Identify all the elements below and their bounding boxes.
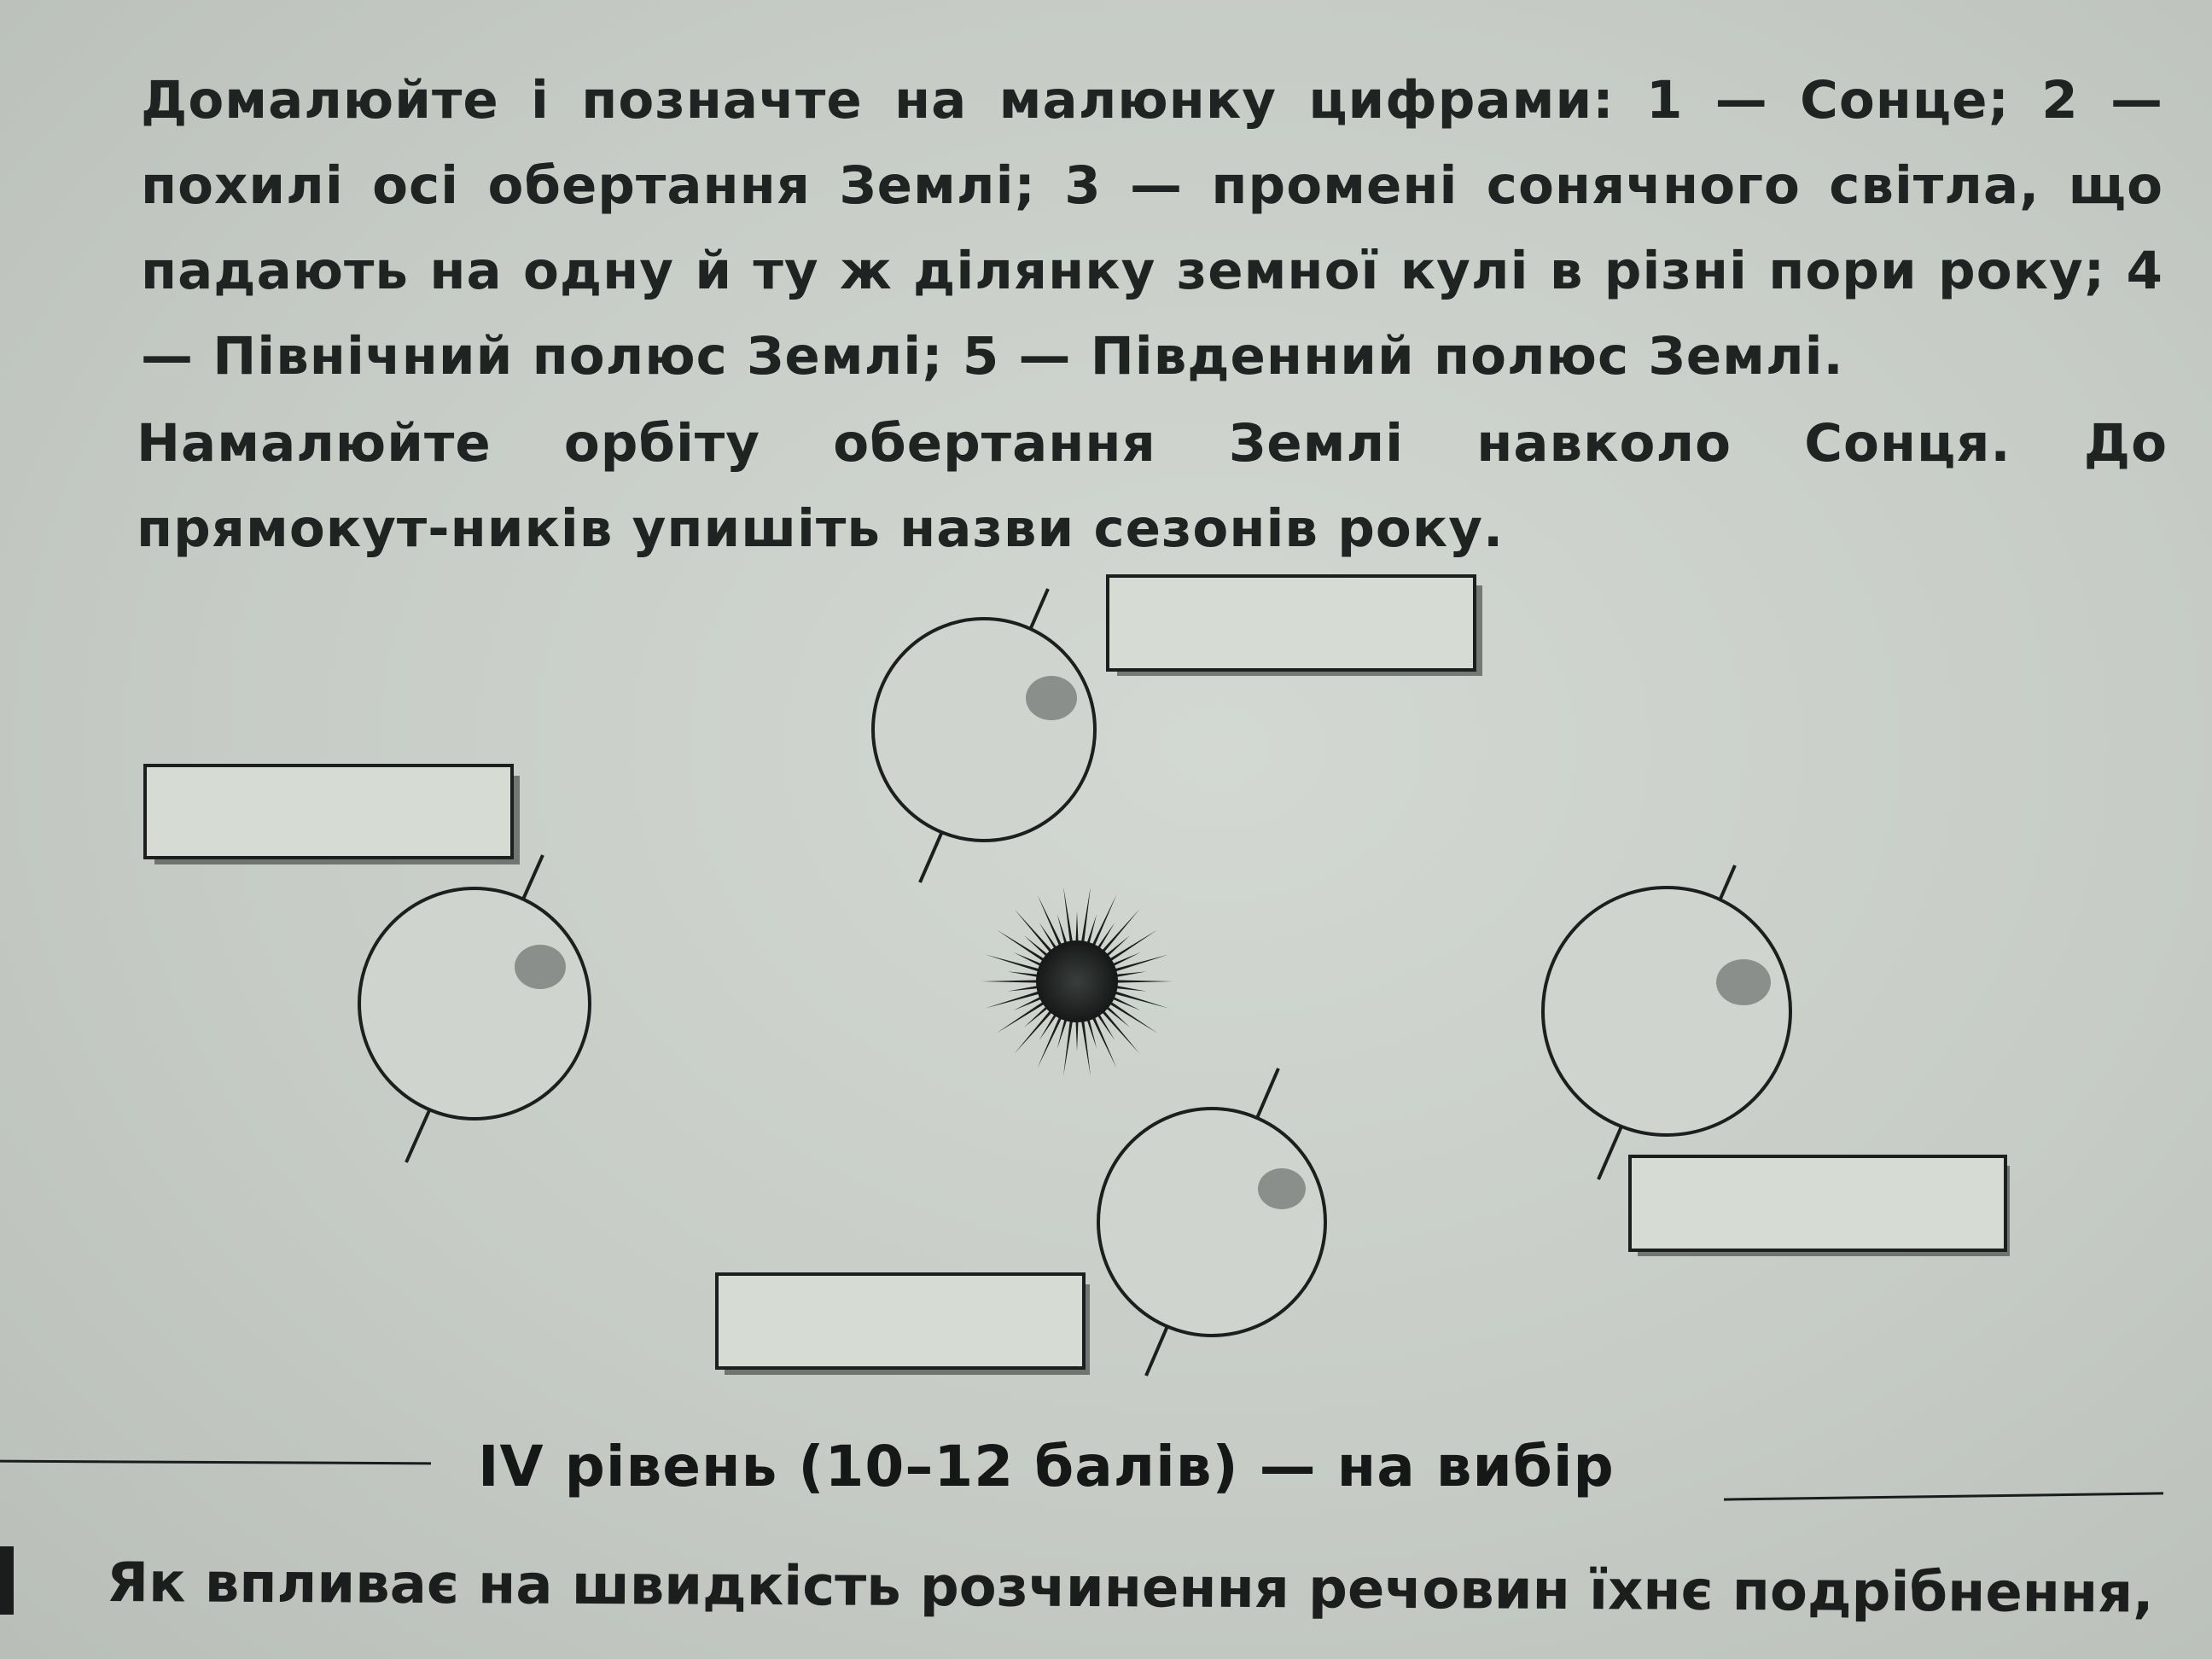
spot-top-earth [1026, 676, 1077, 720]
next-task-question: Як впливає на швидкість розчинення речов… [106, 1551, 2154, 1626]
spot-right-earth [1716, 959, 1771, 1005]
sun-ray [1080, 887, 1091, 948]
task-instruction-2: Намалюйте орбіту обертання Землі навколо… [137, 413, 2168, 559]
sun-ray [996, 929, 1050, 964]
sun-ray [1104, 998, 1158, 1033]
sun-ray [1007, 971, 1044, 979]
sun-ray [1024, 1002, 1052, 1027]
label-box-bottom[interactable] [715, 1272, 1090, 1375]
sun-ray [1024, 935, 1052, 961]
sun-ray [1110, 980, 1173, 983]
sun-ray [985, 954, 1045, 974]
earth-circle-top [871, 617, 1097, 842]
sun-ray [1014, 1006, 1057, 1054]
sun-ray [1013, 993, 1047, 1011]
label-box-top[interactable] [1106, 574, 1482, 676]
sun-ray [1085, 1013, 1097, 1049]
earth-right [1541, 864, 1792, 1180]
sun-ray [1107, 952, 1141, 969]
sun-ray [1063, 1015, 1074, 1076]
earth-circle-right [1541, 886, 1792, 1137]
sun-ray [1107, 993, 1141, 1011]
task-instruction-1: Домалюйте і позначте на малюнку цифрами:… [141, 70, 2163, 387]
spot-bottom-earth [1258, 1168, 1306, 1209]
sun-ray [1089, 1011, 1117, 1068]
sun-ray [1085, 914, 1097, 950]
sun-ray [1094, 1009, 1115, 1040]
sun-ray [1075, 911, 1079, 948]
sun-ray [981, 980, 1044, 983]
level-heading: IV рівень (10–12 балів) — на вибір [478, 1434, 1615, 1499]
label-box-right[interactable] [1628, 1155, 2010, 1256]
sun-ray [1104, 929, 1158, 964]
label-box-left[interactable] [143, 764, 520, 864]
earth-bottom [1097, 1068, 1327, 1377]
sun-ray [1037, 1011, 1065, 1068]
sun-ray [1057, 914, 1069, 950]
earth-top [871, 588, 1097, 883]
sun-core [1036, 940, 1118, 1022]
sun-ray [1094, 923, 1115, 954]
sun-ray [1057, 1013, 1069, 1049]
spot-left-earth [515, 945, 566, 989]
sun-ray [1013, 952, 1047, 969]
sun-ray [996, 998, 1050, 1033]
sun-ray [1014, 909, 1057, 957]
sun-icon [981, 887, 1173, 1076]
earth-circle-left [358, 887, 591, 1121]
task-number-marker [0, 1546, 14, 1615]
sun-ray [1037, 894, 1065, 952]
sun-ray [1097, 909, 1140, 957]
sun-ray [1110, 971, 1147, 979]
sun-ray [1109, 989, 1169, 1009]
earth-left [358, 854, 591, 1163]
sun-ray [1080, 1015, 1091, 1076]
sun-ray [1039, 923, 1060, 954]
sun-ray [1109, 954, 1169, 974]
sun-ray [1063, 887, 1074, 948]
sun-ray [1102, 1002, 1130, 1027]
sun-ray [985, 989, 1045, 1009]
sun-ray [1075, 1015, 1079, 1051]
sun-ray [1110, 984, 1147, 992]
sun-ray [1097, 1006, 1140, 1054]
sun-ray [1007, 984, 1044, 992]
earth-circle-bottom [1097, 1107, 1327, 1337]
sun-ray [1089, 894, 1117, 952]
sun-ray [1102, 935, 1130, 961]
sun-ray [1039, 1009, 1060, 1040]
